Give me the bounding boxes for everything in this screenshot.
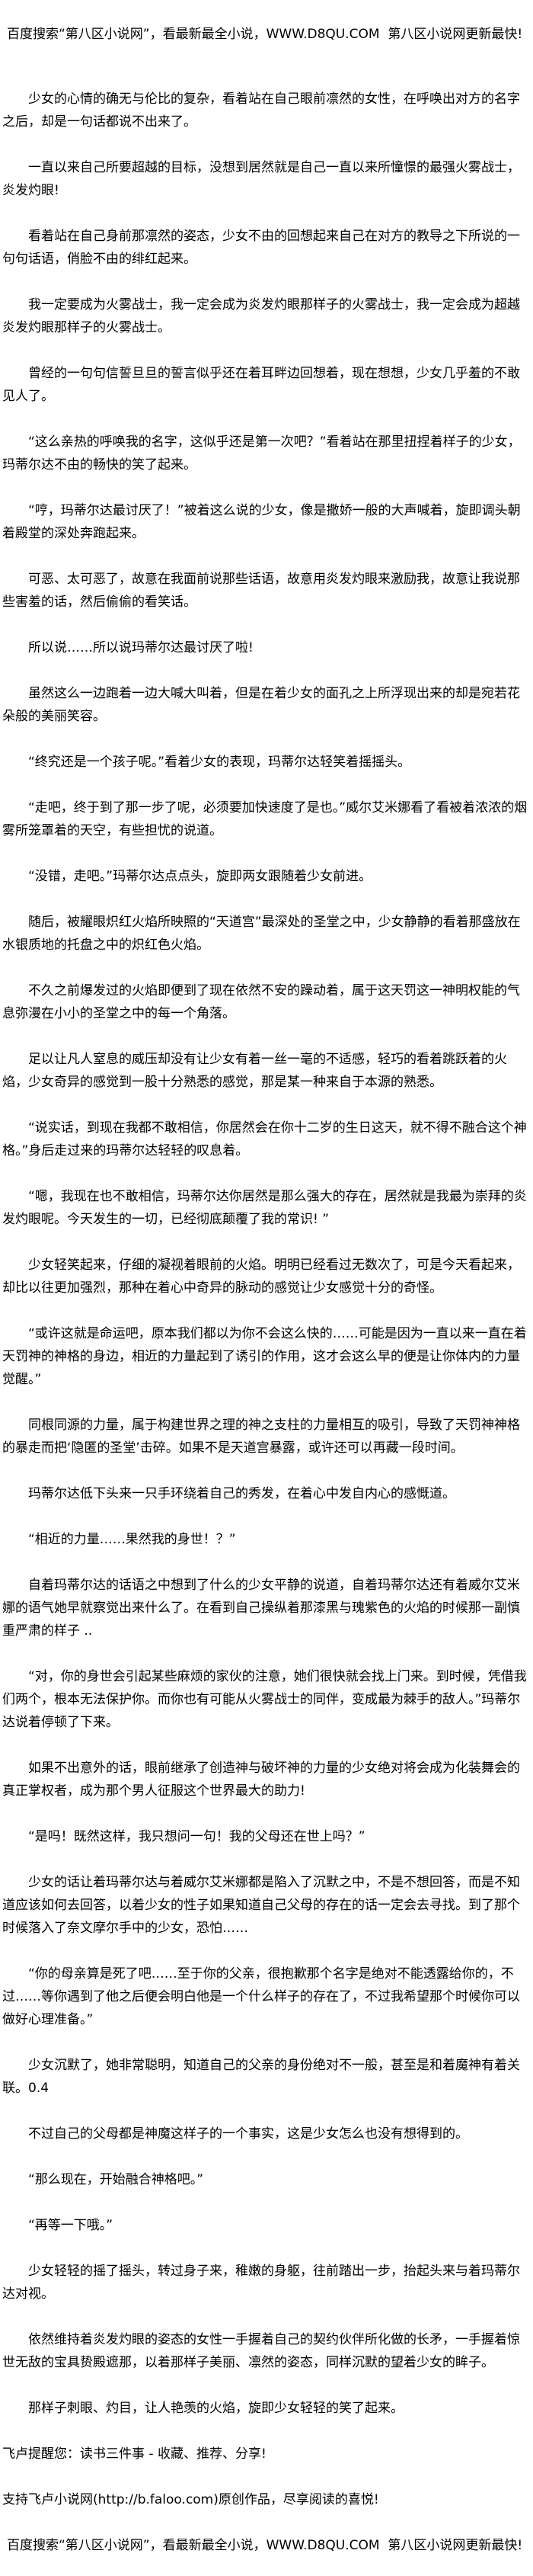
story-paragraph: 足以让凡人窒息的威压却没有让少女有着一丝一毫的不适感，轻巧的看着跳跃着的火焰，少…	[2, 1052, 507, 1090]
story-paragraph: 那样子刺眼、灼目，让人艳羡的火焰，旋即少女轻轻的笑了起来。	[28, 2401, 404, 2416]
story-paragraph: 可恶、太可恶了，故意在我面前说那些话语，故意用炎发灼眼来激励我，故意让我说那些害…	[2, 572, 520, 610]
site-banner-top: 百度搜索“第八区小说网”，看最新最全小说，WWW.D8QU.COM 第八区小说网…	[7, 27, 523, 42]
footer-reminder: 飞卢提醒您：读书三件事 - 收藏、推荐、分享!	[2, 2446, 266, 2462]
story-paragraph: “再等一下哦。”	[28, 2218, 113, 2233]
story-paragraph: 一直以来自己所要超越的目标，没想到居然就是自己一直以来所憧憬的最强火雾战士，炎发…	[2, 160, 520, 198]
story-paragraph: 如果不出意外的话，眼前继承了创造神与破坏神的力量的少女绝对将会成为化装舞会的真正…	[2, 1761, 520, 1799]
story-paragraph: 曾经的一句句信誓旦旦的誓言似乎还在着耳畔边回想着，现在想想，少女几乎羞的不敢见人…	[2, 366, 520, 404]
story-paragraph: 少女轻笑起来，仔细的凝视着眼前的火焰。明明已经看过无数次了，可是今天看起来，却比…	[2, 1258, 520, 1296]
story-paragraph: 不过自己的父母都是神魔这样子的一个事实，这是少女怎么也没有想得到的。	[28, 2126, 468, 2142]
story-paragraph: 不久之前爆发过的火焰即便到了现在依然不安的躁动着，属于这天罚这一神明权能的气息弥…	[2, 983, 520, 1021]
story-paragraph: 少女的话让着玛蒂尔达与着威尔艾米娜都是陷入了沉默之中，不是不想回答，而是不知道应…	[2, 1875, 520, 1936]
story-paragraph: 所以说……所以说玛蒂尔达最讨厌了啦!	[28, 640, 254, 655]
story-paragraph: 少女沉默了，她非常聪明，知道自己的父亲的身份绝对不一般，甚至是和着魔神有着关联。…	[2, 2058, 520, 2096]
story-paragraph: “那么现在，开始融合神格吧。”	[28, 2172, 204, 2187]
story-paragraph: 玛蒂尔达低下头来一只手环绕着自己的秀发，在着心中发自内心的感慨道。	[28, 1486, 455, 1501]
story-paragraph: 看着站在自己身前那凛然的姿态，少女不由的回想起来自己在对方的教导之下所说的一句句…	[2, 229, 520, 267]
story-paragraph: “相近的力量……果然我的身世！？”	[28, 1532, 236, 1547]
story-paragraph: “你的母亲算是死了吧……至于你的父亲，很抱歉那个名字是绝对不能透露给你的，不过……	[2, 1966, 520, 2027]
story-paragraph: “这么亲热的呼唤我的名字，这似乎还是第一次吧？”看着站在那里扭捏着样子的少女，玛…	[2, 434, 521, 473]
story-paragraph: 同根同源的力量，属于构建世界之理的神之支柱的力量相互的吸引，导致了天罚神神格的暴…	[2, 1418, 520, 1456]
story-paragraph: 随后，被耀眼炽红火焰所映照的“天道宫”最深处的圣堂之中，少女静静的看着那盛放在水…	[2, 915, 521, 953]
footer-support-link: 支持飞卢小说网(http://b.faloo.com)原创作品，尽享阅读的喜悦!	[2, 2492, 379, 2507]
story-paragraph: 虽然这么一边跑着一边大喊大叫着，但是在着少女的面孔之上所浮现出来的却是宛若花朵般…	[2, 686, 520, 724]
story-paragraph: 依然维持着炎发灼眼的姿态的女性一手握着自己的契约伙伴所化做的长矛，一手握着惊世无…	[2, 2332, 520, 2370]
story-paragraph: “或许这就是命运吧，原本我们都以为你不会这么快的……可能是因为一直以来一直在着天…	[2, 1326, 527, 1387]
story-paragraph: 自着玛蒂尔达的话语之中想到了什么的少女平静的说道，自着玛蒂尔达还有着威尔艾米娜的…	[2, 1578, 520, 1639]
story-paragraph: 少女的心情的确无与伦比的复杂，看着站在自己眼前凛然的女性，在呼唤出对方的名字之后…	[2, 91, 520, 130]
story-paragraph: “嗯，我现在也不敢相信，玛蒂尔达你居然是那么强大的存在，居然就是我最为崇拜的炎发…	[2, 1189, 527, 1227]
story-paragraph: “说实话，到现在我都不敢相信，你居然会在你十二岁的生日这天，就不得不融合这个神格…	[2, 1120, 527, 1158]
story-paragraph: “终究还是一个孩子呢。”看着少女的表现，玛蒂尔达轻笑着摇摇头。	[28, 755, 411, 770]
story-paragraph: “没错，走吧。”玛蒂尔达点点头，旋即两女跟随着少女前进。	[28, 869, 372, 884]
story-paragraph: 少女轻轻的摇了摇头，转过身子来，稚嫩的身躯，往前踏出一步，抬起头来与着玛蒂尔达对…	[2, 2264, 520, 2302]
story-paragraph: “对，你的身世会引起某些麻烦的家伙的注意，她们很快就会找上门来。到时候，凭借我们…	[2, 1669, 527, 1730]
story-paragraph: “哼，玛蒂尔达最讨厌了！”被着这么说的少女，像是撒娇一般的大声喊着，旋即调头朝着…	[2, 503, 521, 541]
site-banner-bottom: 百度搜索“第八区小说网”，看最新最全小说，WWW.D8QU.COM 第八区小说网…	[7, 2538, 523, 2553]
story-paragraph: “是吗！既然这样，我只想问一句！我的父母还在世上吗？”	[28, 1829, 365, 1844]
chapter-body: 少女的心情的确无与伦比的复杂，看着站在自己眼前凛然的女性，在呼唤出对方的名字之后…	[2, 88, 528, 2420]
story-paragraph: 我一定要成为火雾战士，我一定会成为炎发灼眼那样子的火雾战士，我一定会成为超越炎发…	[2, 297, 520, 335]
story-paragraph: “走吧，终于到了那一步了呢，必须要加快速度了是也。”威尔艾米娜看了看被着浓浓的烟…	[2, 800, 528, 838]
